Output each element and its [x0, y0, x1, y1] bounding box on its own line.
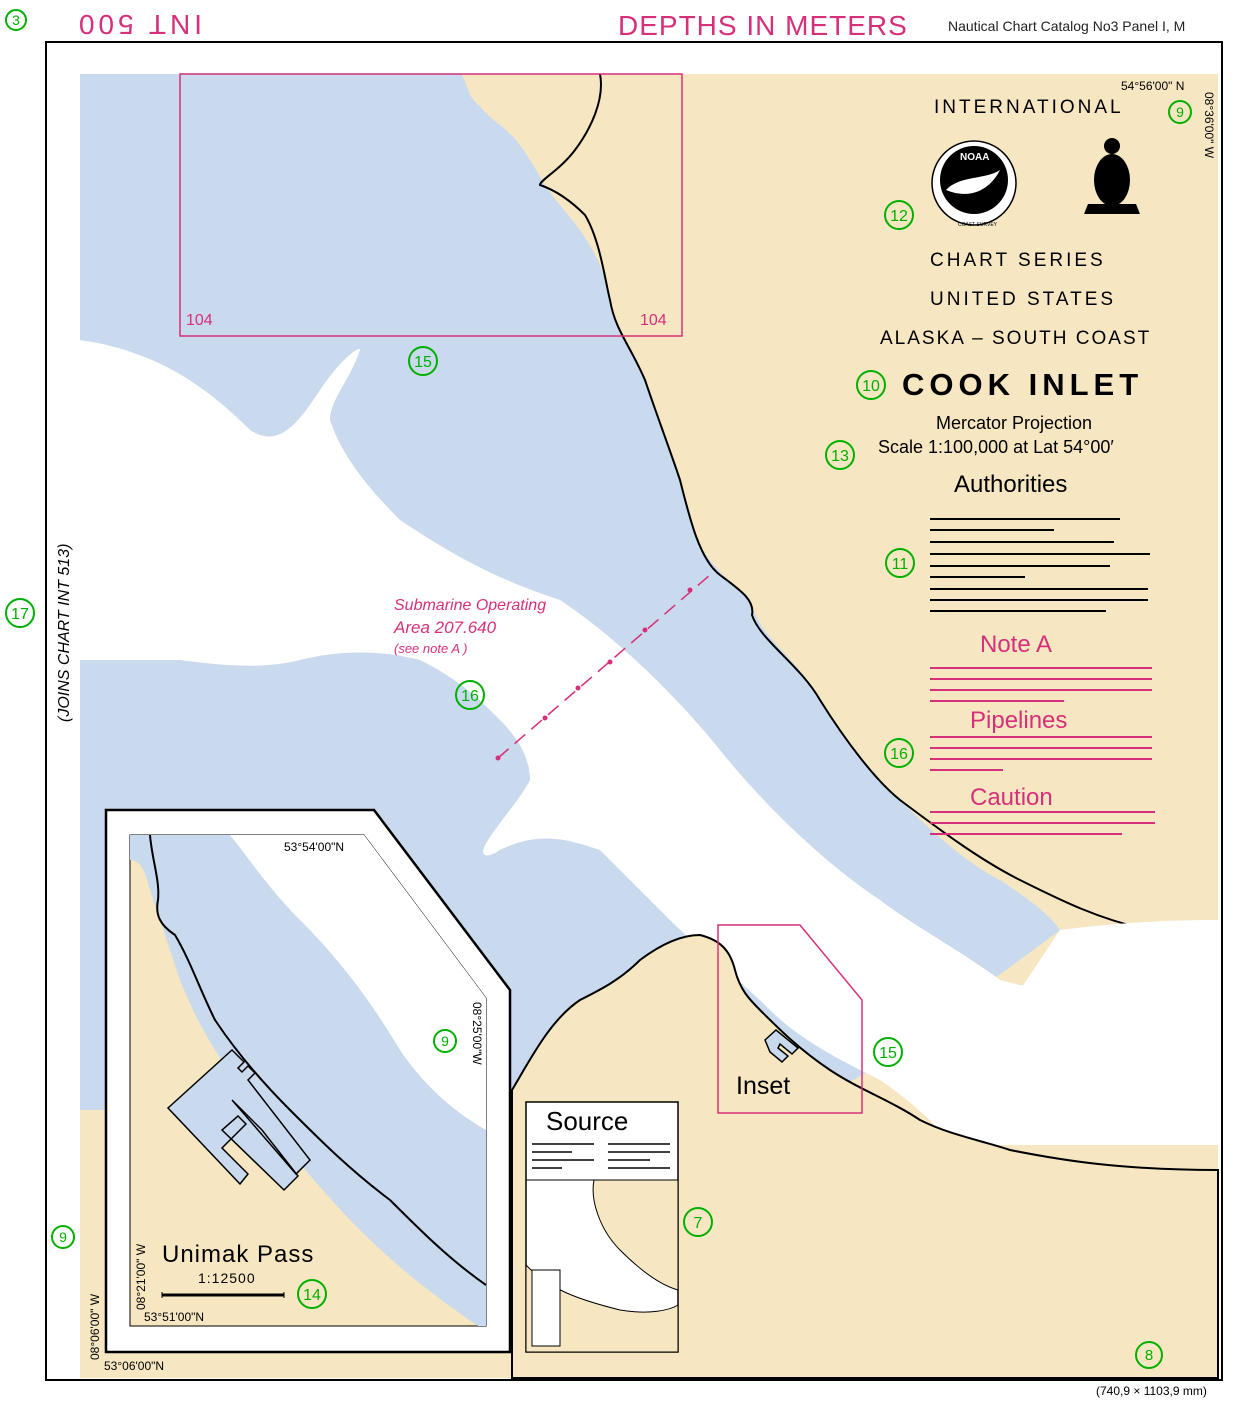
svg-text:3: 3: [12, 12, 20, 28]
lon-right: 08°36'00" W: [1202, 92, 1216, 159]
inset-lon-left: 08°21'00" W: [134, 1243, 148, 1310]
submarine-area-label-3: (see note A ): [394, 641, 468, 656]
adjacent-chart-outline: [179, 73, 683, 337]
submarine-area-label-1: Submarine Operating: [394, 597, 547, 614]
svg-text:15: 15: [414, 354, 432, 371]
svg-text:10: 10: [862, 378, 880, 395]
iho-emblem: [1084, 138, 1140, 214]
svg-text:13: 13: [831, 448, 849, 465]
svg-text:12: 12: [890, 208, 908, 225]
water-upper-left: [80, 74, 180, 336]
channel-west: [80, 540, 150, 655]
noaa-label: NOAA: [960, 152, 990, 163]
callout-17: 17: [4, 597, 36, 634]
scale-label: Scale 1:100,000 at Lat 54°00′: [878, 437, 1114, 457]
chart-ref-left: 104: [186, 312, 213, 329]
united-states-label: UNITED STATES: [930, 289, 1117, 310]
svg-text:9: 9: [1176, 104, 1184, 120]
depth-units-title: DEPTHS IN METERS: [618, 10, 908, 41]
callout-16-notes: 16: [883, 737, 915, 774]
inset-lat-top: 53°54'00"N: [284, 840, 345, 854]
callout-3: 3: [4, 8, 28, 32]
callout-9-inset: 9: [432, 1028, 458, 1059]
joins-chart-label: (JOINS CHART INT 513): [56, 543, 73, 722]
svg-text:8: 8: [1145, 1347, 1153, 1364]
callout-12: 12: [883, 199, 915, 236]
note-a-heading: Note A: [980, 631, 1053, 658]
international-label: INTERNATIONAL: [934, 97, 1124, 118]
lat-top-right: 54°56'00" N: [1121, 79, 1185, 93]
inset-deep: [230, 835, 486, 1130]
inset-scale: 1:12500: [198, 1270, 256, 1286]
callout-11: 11: [884, 547, 916, 584]
callout-15-top: 15: [407, 345, 439, 382]
inset-outline: [717, 924, 863, 1114]
chart-series-label: CHART SERIES: [930, 250, 1106, 271]
pipelines-heading: Pipelines: [970, 707, 1068, 734]
caution-heading: Caution: [970, 784, 1053, 811]
svg-text:15: 15: [879, 1045, 897, 1062]
callout-16-map: 16: [454, 679, 486, 716]
callout-10: 10: [855, 369, 887, 406]
deep-channel: [80, 340, 1218, 1140]
callout-15-inset: 15: [872, 1036, 904, 1073]
region-label: ALASKA – SOUTH COAST: [880, 328, 1152, 349]
svg-text:11: 11: [892, 556, 909, 573]
chart-name: COOK INLET: [902, 367, 1144, 402]
svg-text:9: 9: [59, 1229, 67, 1245]
chart-ref-right: 104: [640, 312, 667, 329]
land-south: [511, 933, 1219, 1379]
svg-text:17: 17: [11, 606, 29, 623]
svg-text:7: 7: [694, 1215, 703, 1232]
lon-left: 08°06'00" W: [88, 1293, 102, 1360]
submarine-area-line: [497, 574, 711, 759]
noaa-logo: [931, 140, 1017, 226]
submarine-area-label-2: Area 207.640: [394, 618, 497, 637]
callout-14: 14: [296, 1278, 328, 1315]
pier-structure: [764, 1029, 800, 1064]
svg-text:14: 14: [303, 1287, 321, 1304]
inset-name: Unimak Pass: [162, 1241, 315, 1268]
callout-13: 13: [824, 439, 856, 476]
catalog-reference: Nautical Chart Catalog No3 Panel I, M: [948, 18, 1186, 34]
inset-coast: [149, 834, 487, 1286]
coastline-east: [538, 73, 1218, 931]
inset-lon-right: 08°25'00"W: [470, 1002, 484, 1065]
notes-lines: [930, 667, 1155, 835]
authorities-heading: Authorities: [954, 471, 1068, 498]
callout-7: 7: [682, 1206, 714, 1243]
svg-text:9: 9: [441, 1033, 449, 1049]
dimensions-label: (740,9 × 1103,9 mm): [1096, 1384, 1207, 1398]
lat-bottom-left: 53°06'00"N: [104, 1359, 165, 1373]
deep-channel-east: [950, 920, 1218, 1145]
source-text-lines: [532, 1143, 670, 1169]
coast-survey-label: COAST SURVEY: [958, 222, 997, 228]
svg-text:16: 16: [461, 688, 479, 705]
callout-9-top-right: 9: [1167, 99, 1193, 130]
svg-text:16: 16: [890, 746, 908, 763]
source-heading: Source: [546, 1106, 629, 1136]
callout-8: 8: [1134, 1340, 1164, 1375]
inset-pier: [166, 1048, 311, 1192]
projection-label: Mercator Projection: [936, 413, 1093, 433]
inset-label: Inset: [736, 1072, 791, 1100]
inset-lat-bottom: 53°51'00"N: [144, 1310, 205, 1324]
land-peninsula-top: [462, 74, 549, 121]
authorities-lines: [930, 518, 1150, 612]
callout-9-bottom-left: 9: [50, 1224, 76, 1255]
